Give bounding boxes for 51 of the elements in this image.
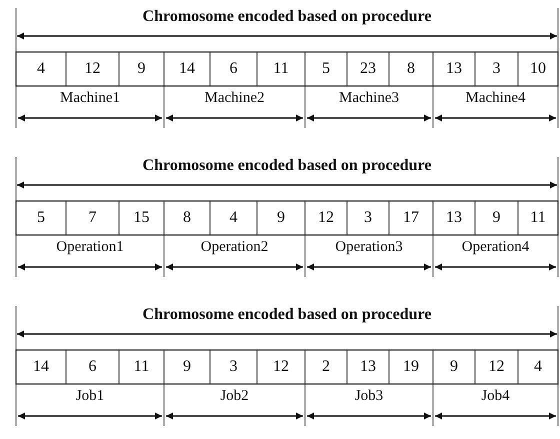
table-cell-text: 17: [402, 208, 420, 228]
group-label: Job3: [354, 386, 384, 406]
table-cell-text: 5: [321, 59, 331, 79]
table-cell-text: 6: [228, 59, 238, 79]
group-label: Operation1: [55, 238, 125, 256]
table-cell-text: 4: [533, 357, 543, 377]
table-cell-text: 6: [88, 357, 98, 377]
table-cell-text: 12: [84, 59, 102, 79]
table-cell-text: 11: [132, 357, 150, 377]
table-cell-text: 14: [178, 59, 196, 79]
group-label: Machine2: [204, 88, 266, 108]
table-cell-text: 13: [359, 357, 377, 377]
table-cell-text: 2: [321, 357, 331, 377]
table-cell-text: 3: [228, 357, 238, 377]
group-label: Job2: [219, 386, 250, 406]
table-cell-text: 10: [529, 59, 547, 79]
table-cell-text: 14: [32, 357, 50, 377]
table-cell-text: 9: [449, 357, 459, 377]
group-label: Job1: [74, 386, 106, 406]
group-label: Machine3: [338, 88, 400, 108]
table-cell-text: 3: [363, 208, 373, 228]
group-label: Machine4: [464, 88, 526, 108]
table-cell-text: 4: [36, 59, 46, 79]
group-label: Job4: [480, 386, 511, 406]
table-cell-text: 15: [132, 208, 150, 228]
group-label: Operation4: [460, 238, 530, 256]
table-cell-text: 13: [445, 59, 463, 79]
table-cell-text: 9: [182, 357, 192, 377]
table-cell-text: 13: [445, 208, 463, 228]
group-label: Operation2: [200, 238, 270, 256]
table-cell-text: 12: [317, 208, 335, 228]
table-cell-text: 23: [359, 59, 377, 79]
table-cell-text: 12: [272, 357, 290, 377]
section-title: Chromosome encoded based on procedure: [142, 7, 432, 27]
table-cell-text: 9: [276, 208, 286, 228]
section-title: Chromosome encoded based on procedure: [142, 156, 432, 176]
table-cell-text: 9: [136, 59, 146, 79]
table-cell-text: 19: [402, 357, 420, 377]
table-cell-text: 7: [88, 208, 98, 228]
table-cell-text: 4: [228, 208, 238, 228]
table-cell-text: 8: [406, 59, 416, 79]
table-cell-text: 12: [488, 357, 506, 377]
table-cell-text: 3: [492, 59, 502, 79]
group-label: Machine1: [59, 88, 121, 108]
table-cell-text: 5: [36, 208, 46, 228]
section-title: Chromosome encoded based on procedure: [142, 305, 432, 325]
table-cell-text: 11: [529, 208, 547, 228]
table-cell-text: 11: [272, 59, 290, 79]
table-cell-text: 8: [182, 208, 192, 228]
table-cell-text: 9: [492, 208, 502, 228]
group-label: Operation3: [334, 238, 404, 256]
